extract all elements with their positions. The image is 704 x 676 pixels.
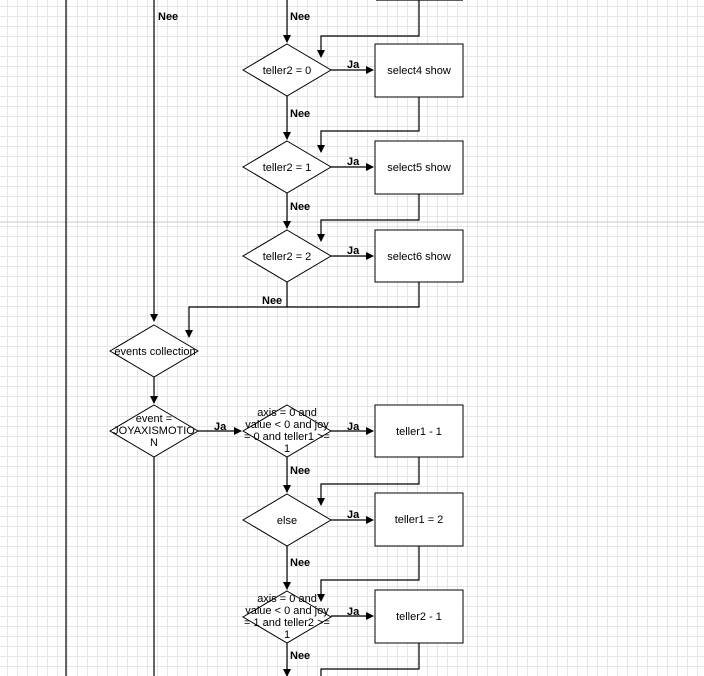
decision-teller2-0[interactable]: teller2 = 0 bbox=[242, 43, 332, 97]
process-teller1-minus-1[interactable]: teller1 - 1 bbox=[374, 404, 464, 458]
label-yes-1: Ja bbox=[347, 156, 360, 168]
decision-text: teller2 = 2 bbox=[263, 251, 312, 263]
decision-text-line-4: 1 bbox=[284, 443, 290, 455]
edge-return-else bbox=[317, 546, 420, 602]
label-yes-axis0: Ja bbox=[347, 421, 360, 433]
decision-text-line-1: event = bbox=[136, 413, 172, 425]
process-text: teller1 = 2 bbox=[395, 514, 444, 526]
process-teller1-equals-2[interactable]: teller1 = 2 bbox=[374, 492, 464, 547]
decision-text-line-2: value < 0 and joy bbox=[245, 419, 329, 431]
edge-return-top bbox=[317, 0, 420, 58]
process-text: teller2 - 1 bbox=[396, 611, 442, 623]
decision-text: else bbox=[277, 515, 297, 527]
decision-text-line-2: JOYAXISMOTIO bbox=[113, 425, 195, 437]
edge-return-1 bbox=[317, 194, 420, 242]
decision-text: teller2 = 0 bbox=[263, 65, 312, 77]
edge-return-0 bbox=[317, 97, 420, 153]
process-text: select6 show bbox=[387, 251, 451, 263]
decision-teller2-1[interactable]: teller2 = 1 bbox=[242, 140, 332, 194]
label-no-top: Nee bbox=[290, 11, 310, 23]
label-no-else: Nee bbox=[290, 557, 310, 569]
process-select5-show[interactable]: select5 show bbox=[374, 140, 464, 195]
process-select6-show[interactable]: select6 show bbox=[374, 229, 464, 283]
label-yes-axis1: Ja bbox=[347, 606, 360, 618]
decision-axis-joy0[interactable]: axis = 0 and value < 0 and joy = 0 and t… bbox=[242, 404, 332, 458]
label-yes-0: Ja bbox=[347, 59, 360, 71]
decision-text-line-1: axis = 0 and bbox=[257, 407, 317, 419]
decision-text: events collection bbox=[114, 346, 195, 358]
decision-text-line-1: axis = 0 and bbox=[257, 593, 317, 605]
label-no-axis0: Nee bbox=[290, 465, 310, 477]
edge-return-axis1 bbox=[320, 643, 420, 676]
decision-text: teller2 = 1 bbox=[263, 162, 312, 174]
decision-text-line-3: = 0 and teller1 >= bbox=[244, 431, 330, 443]
label-no-main: Nee bbox=[158, 11, 178, 23]
label-no-2: Nee bbox=[262, 295, 282, 307]
process-text: teller1 - 1 bbox=[396, 426, 442, 438]
edge-no-2 bbox=[185, 282, 288, 338]
process-text: select5 show bbox=[387, 162, 451, 174]
decision-text-line-2: value < 0 and joy bbox=[245, 605, 329, 617]
decision-else[interactable]: else bbox=[242, 493, 332, 547]
process-teller2-minus-1[interactable]: teller2 - 1 bbox=[374, 589, 464, 644]
decision-events-collection[interactable]: events collection bbox=[109, 324, 199, 378]
decision-axis-joy1[interactable]: axis = 0 and value < 0 and joy = 1 and t… bbox=[242, 590, 332, 644]
process-text: select4 show bbox=[387, 65, 451, 77]
process-select4-show[interactable]: select4 show bbox=[374, 43, 464, 98]
label-no-axis1: Nee bbox=[290, 650, 310, 662]
decision-text-line-3: N bbox=[150, 437, 158, 449]
label-no-0: Nee bbox=[290, 108, 310, 120]
decision-event-joyaxismotion[interactable]: event = JOYAXISMOTIO N bbox=[109, 404, 199, 458]
decision-text-line-4: 1 bbox=[284, 629, 290, 641]
label-no-1: Nee bbox=[290, 201, 310, 213]
decision-text-line-3: = 1 and teller2 >= bbox=[244, 617, 330, 629]
label-yes-joy: Ja bbox=[214, 421, 227, 433]
edge-return-2 bbox=[287, 282, 420, 308]
edge-return-axis0 bbox=[317, 457, 420, 506]
label-yes-2: Ja bbox=[347, 245, 360, 257]
label-yes-else: Ja bbox=[347, 509, 360, 521]
decision-teller2-2[interactable]: teller2 = 2 bbox=[242, 229, 332, 283]
